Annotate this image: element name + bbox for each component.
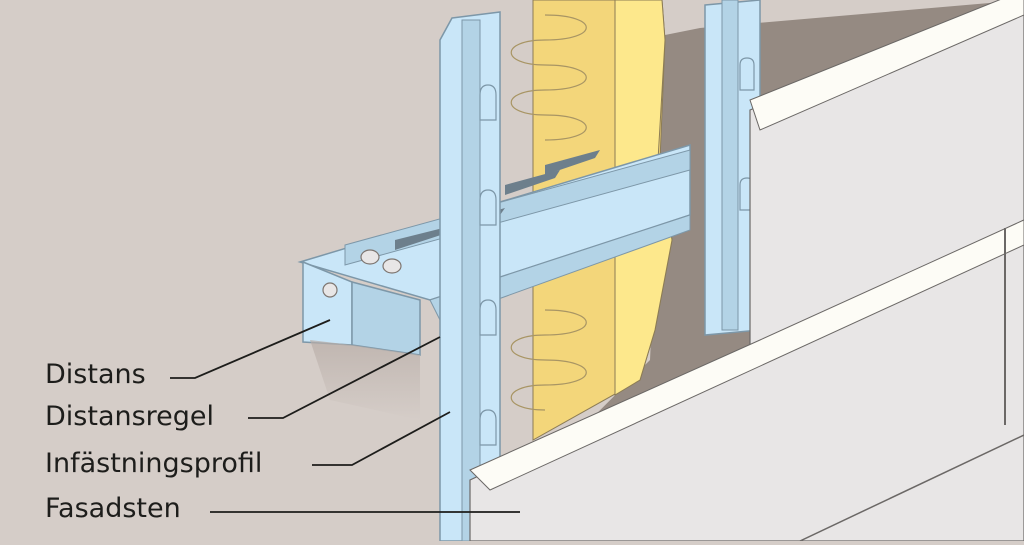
leader-distans [170,319,331,379]
label-infastningsprofil: Infästningsprofil [45,448,263,479]
fasadsten-panels [469,0,1024,542]
leader-lines [170,319,520,513]
infastningsprofil-right [704,0,761,336]
label-distans: Distans [45,359,146,390]
label-distansregel: Distansregel [45,401,215,432]
leader-distansregel [248,336,441,419]
leader-infastningsprofil [312,411,451,466]
infastningsprofil-left [439,11,501,542]
label-fasadsten: Fasadsten [45,493,181,524]
distans-bracket [302,249,421,420]
